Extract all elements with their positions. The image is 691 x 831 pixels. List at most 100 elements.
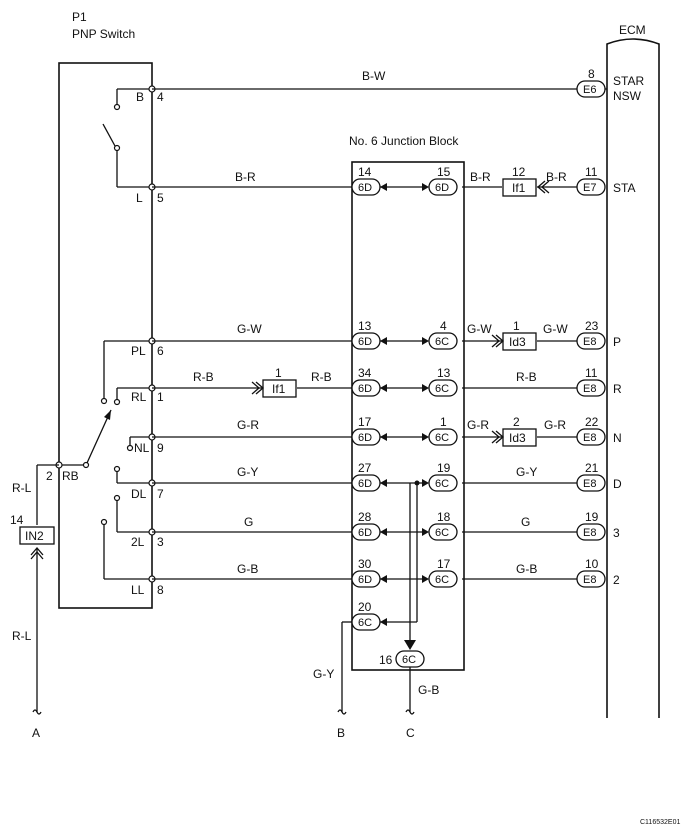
offpage-label-b: B: [337, 726, 345, 740]
svg-text:2: 2: [513, 415, 520, 429]
pin-label-l: L: [136, 191, 143, 205]
pin-label-2l: 2L: [131, 535, 145, 549]
wire-label-gy-2: G-Y: [516, 465, 537, 479]
svg-text:6C: 6C: [435, 478, 449, 490]
svg-text:22: 22: [585, 415, 599, 429]
svg-text:28: 28: [358, 510, 372, 524]
svg-text:6D: 6D: [358, 527, 372, 539]
svg-text:16: 16: [379, 653, 393, 667]
wire-label-gr-2: G-R: [467, 418, 489, 432]
pin-label-dl: DL: [131, 487, 147, 501]
wire-label-gb-2: G-B: [516, 562, 537, 576]
wire-label-gb: G-B: [237, 562, 258, 576]
svg-text:10: 10: [585, 557, 599, 571]
jb-connector: 19 6C: [428, 461, 458, 492]
svg-text:13: 13: [358, 319, 372, 333]
svg-text:6C: 6C: [435, 383, 449, 395]
ecm-connector: 11 E8 R: [576, 366, 622, 397]
switch-id: P1: [72, 10, 87, 24]
svg-text:6D: 6D: [358, 478, 372, 490]
svg-text:6D: 6D: [435, 182, 449, 194]
svg-text:19: 19: [437, 461, 451, 475]
jb-connector: 13 6D: [351, 319, 381, 350]
svg-text:27: 27: [358, 461, 372, 475]
svg-text:34: 34: [358, 366, 372, 380]
pin-label-rb: RB: [62, 469, 79, 483]
svg-text:E6: E6: [583, 84, 596, 96]
wire-label-rb-3: R-B: [516, 370, 537, 384]
pin-num-3: 3: [157, 535, 164, 549]
ecm-connector: 10 E8 2: [576, 557, 620, 588]
wire-label-g-2: G: [521, 515, 530, 529]
jb-connector-arrows: [380, 183, 429, 626]
wire-label-rl-2: R-L: [12, 629, 32, 643]
wire-label-gr-3: G-R: [544, 418, 566, 432]
pin-num-4: 4: [157, 90, 164, 104]
ecm-connectors: 8 E6 STAR NSW 11 E7 STA 23 E8 P 11 E8 R …: [576, 67, 644, 588]
offpage-label-c: C: [406, 726, 415, 740]
ecm-connector: 23 E8 P: [576, 319, 621, 350]
jb-connector: 4 6C: [428, 319, 458, 350]
svg-text:23: 23: [585, 319, 599, 333]
switch-terminals: [55, 85, 156, 583]
ecm-connector: 21 E8 D: [576, 461, 622, 492]
inline-connector-id3-n: 2 Id3: [491, 415, 537, 447]
svg-text:17: 17: [437, 557, 451, 571]
svg-text:6D: 6D: [358, 336, 372, 348]
svg-text:15: 15: [437, 165, 451, 179]
pin-num-5: 5: [157, 191, 164, 205]
pin-label-ll: LL: [131, 583, 145, 597]
wire-label-rb-2: R-B: [311, 370, 332, 384]
pin-label-rl: RL: [131, 390, 147, 404]
wire-label-rl: R-L: [12, 481, 32, 495]
wire-label-gw-3: G-W: [543, 322, 568, 336]
wire-label-gw: G-W: [237, 322, 262, 336]
wire-label-g: G: [244, 515, 253, 529]
pin-num-7: 7: [157, 487, 164, 501]
svg-text:P: P: [613, 335, 621, 349]
jb-connector: 34 6D: [351, 366, 381, 397]
jb-connector: 20 6C: [351, 600, 381, 631]
wire-runs: [36, 88, 607, 712]
svg-text:6C: 6C: [435, 574, 449, 586]
jb-bottom-connector: 16 6C: [379, 650, 425, 668]
svg-text:R: R: [613, 382, 622, 396]
svg-text:D: D: [613, 477, 622, 491]
svg-text:If1: If1: [512, 181, 526, 195]
jb-connector: 28 6D: [351, 510, 381, 541]
svg-text:If1: If1: [272, 382, 286, 396]
jb-connector: 15 6D: [428, 165, 458, 196]
svg-text:Id3: Id3: [509, 335, 526, 349]
svg-text:6C: 6C: [358, 617, 372, 629]
ecm-label: ECM: [619, 23, 646, 37]
bus-arrow: [404, 640, 416, 650]
wire-label-gr: G-R: [237, 418, 259, 432]
svg-text:6D: 6D: [358, 182, 372, 194]
junction-block-title: No. 6 Junction Block: [349, 134, 459, 148]
pin-label-b: B: [136, 90, 144, 104]
pin-num-9: 9: [157, 441, 164, 455]
pnp-switch-body: [58, 62, 153, 609]
wire-label-gw-2: G-W: [467, 322, 492, 336]
wire-label-bw: B-W: [362, 69, 386, 83]
svg-text:E8: E8: [583, 527, 596, 539]
pin-num-1: 1: [157, 390, 164, 404]
wire-label-gb-3: G-B: [418, 683, 439, 697]
svg-text:1: 1: [275, 366, 282, 380]
svg-text:E7: E7: [583, 182, 596, 194]
svg-text:STA: STA: [613, 181, 635, 195]
jb-connector: 27 6D: [351, 461, 381, 492]
wire-label-br-3: B-R: [546, 170, 567, 184]
offpage-label-a: A: [32, 726, 40, 740]
ecm-connector: 22 E8 N: [576, 415, 622, 446]
svg-text:1: 1: [513, 319, 520, 333]
svg-text:6D: 6D: [358, 432, 372, 444]
svg-text:N: N: [613, 431, 622, 445]
svg-text:11: 11: [585, 366, 598, 380]
svg-text:18: 18: [437, 510, 451, 524]
jb-connector: 13 6C: [428, 366, 458, 397]
svg-text:30: 30: [358, 557, 372, 571]
ecm-connector: 19 E8 3: [576, 510, 620, 541]
inline-connector-id3-p: 1 Id3: [491, 319, 537, 351]
switch-internal-contacts: [59, 88, 152, 580]
